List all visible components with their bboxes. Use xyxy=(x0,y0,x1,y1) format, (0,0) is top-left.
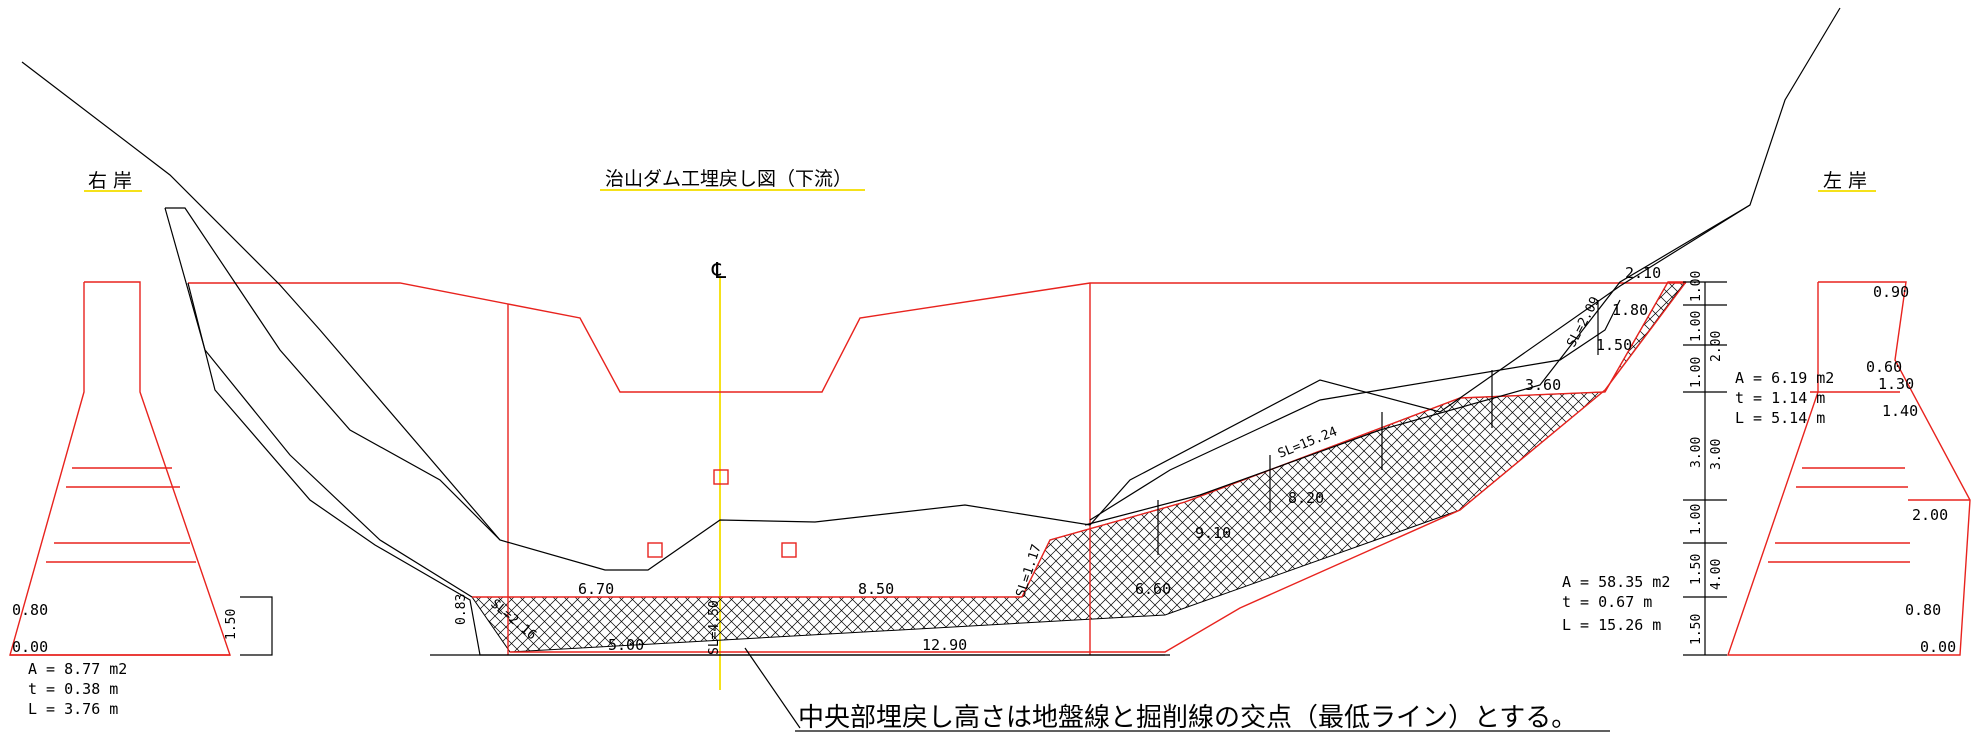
bottom-note: 中央部埋戻し高さは地盤線と掘削線の交点（最低ライン）とする。 xyxy=(798,703,1577,733)
right-dim-label: 1.50 xyxy=(1689,614,1704,645)
center-area: A = 58.35 m2 xyxy=(1562,573,1670,591)
width-label: 8.20 xyxy=(1288,489,1324,507)
width-label: 1.50 xyxy=(1596,336,1632,354)
left-bank-label: 左 岸 xyxy=(1823,170,1867,192)
left-dim-label: 1.50 xyxy=(224,609,239,640)
left-height-label: 0.00 xyxy=(12,638,48,656)
right-upper-thickness: t = 1.14 m xyxy=(1735,389,1825,407)
note-leader-line xyxy=(744,647,801,729)
left-length: L = 3.76 m xyxy=(28,700,118,718)
left-dim-bracket xyxy=(240,596,273,656)
rock-line-right xyxy=(1089,299,1621,521)
right-section-outline xyxy=(1727,281,1971,656)
width-label: 1.80 xyxy=(1612,301,1648,319)
left-area: A = 8.77 m2 xyxy=(28,660,127,678)
width-label: 6.60 xyxy=(1135,580,1171,598)
right-dim: 1.40 xyxy=(1882,402,1918,420)
existing-ground-line xyxy=(21,7,1841,571)
width-label: 5.00 xyxy=(608,636,644,654)
right-upper-length: L = 5.14 m xyxy=(1735,409,1825,427)
ground-line-right xyxy=(1084,204,1751,526)
right-dim: 0.90 xyxy=(1873,283,1909,301)
right-dim-label: 1.00 xyxy=(1689,504,1704,535)
slope-label: SL=4.50 xyxy=(707,600,722,655)
excavation-outer-line xyxy=(164,207,473,598)
right-dim-label: 1.50 xyxy=(1689,554,1704,585)
right-upper-area: A = 6.19 m2 xyxy=(1735,369,1834,387)
left-height-label: 0.80 xyxy=(12,601,48,619)
backfill-top-red xyxy=(472,281,1686,598)
marker-square xyxy=(781,542,797,558)
right-dim-label: 4.00 xyxy=(1709,559,1724,590)
left-thickness: t = 0.38 m xyxy=(28,680,118,698)
right-dim-label: 1.00 xyxy=(1689,357,1704,388)
right-dim: 2.00 xyxy=(1912,506,1948,524)
right-dim-label: 3.00 xyxy=(1709,439,1724,470)
width-label: 3.60 xyxy=(1525,376,1561,394)
right-dim: 1.30 xyxy=(1878,375,1914,393)
right-dim-label: 2.00 xyxy=(1709,331,1724,362)
drawing-title: 治山ダム工埋戻し図（下流） xyxy=(605,168,852,190)
right-dim: 0.80 xyxy=(1905,601,1941,619)
marker-square xyxy=(647,542,663,558)
width-label: 12.90 xyxy=(922,636,967,654)
right-dim: 0.00 xyxy=(1920,638,1956,656)
right-bank-label: 右 岸 xyxy=(88,170,132,192)
centerline-symbol: ℄ xyxy=(711,259,727,284)
right-dim-label: 1.00 xyxy=(1689,271,1704,302)
dam-crest-outline xyxy=(188,282,1686,393)
right-dim-label: 3.00 xyxy=(1689,437,1704,468)
backfill-bottom-red xyxy=(510,281,1687,653)
right-dim: 0.60 xyxy=(1866,358,1902,376)
width-label: 2.10 xyxy=(1625,264,1661,282)
width-label: 6.70 xyxy=(578,580,614,598)
width-label: 0.83 xyxy=(454,594,469,625)
excavation-inner-line xyxy=(165,207,501,541)
center-thickness: t = 0.67 m xyxy=(1562,593,1652,611)
width-label: 9.10 xyxy=(1195,524,1231,542)
center-length: L = 15.26 m xyxy=(1562,616,1661,634)
right-dim-label: 1.00 xyxy=(1689,311,1704,342)
marker-square xyxy=(713,469,729,485)
width-label: 8.50 xyxy=(858,580,894,598)
